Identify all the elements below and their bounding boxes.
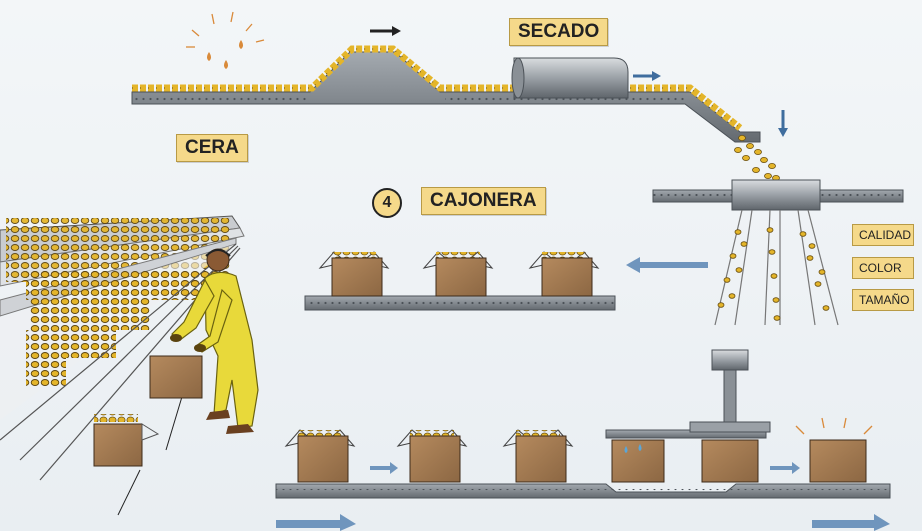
top-conveyor xyxy=(131,45,761,143)
arrow-left-icon xyxy=(626,257,708,273)
fruit-chutes xyxy=(0,215,245,516)
box xyxy=(149,355,203,399)
sort-criterion-color: COLOR xyxy=(852,257,914,279)
sorting-machine xyxy=(652,179,904,326)
box xyxy=(396,429,468,483)
bottom-conveyor xyxy=(275,483,891,499)
box xyxy=(93,414,160,467)
falling-fruit xyxy=(734,134,780,181)
wax-drops-icon xyxy=(186,11,265,69)
drying-tunnel xyxy=(511,57,629,99)
secado-label: SECADO xyxy=(509,18,609,46)
box xyxy=(422,251,494,297)
box xyxy=(318,251,390,297)
step-number-badge: 4 xyxy=(372,188,402,218)
box xyxy=(795,417,873,483)
arrow-right-icon xyxy=(770,462,800,474)
arrow-down-icon xyxy=(778,110,788,137)
weighing-press xyxy=(605,349,771,439)
sort-criterion-tamano: TAMAÑO xyxy=(852,289,914,311)
flow-arrow-right-icon xyxy=(812,514,890,531)
cajonera-conveyor xyxy=(304,295,616,311)
arrow-right-icon xyxy=(370,462,398,474)
arrow-right-icon xyxy=(370,26,401,36)
box xyxy=(528,251,600,297)
box xyxy=(502,429,574,483)
sort-criterion-calidad: CALIDAD xyxy=(852,224,914,246)
box xyxy=(284,429,356,483)
box xyxy=(701,439,759,483)
box xyxy=(611,439,665,483)
flow-arrow-right-icon xyxy=(276,514,356,531)
cera-label: CERA xyxy=(176,134,248,162)
arrow-right-icon xyxy=(633,71,661,81)
cajonera-label: CAJONERA xyxy=(421,187,546,215)
worker-figure xyxy=(170,248,259,434)
